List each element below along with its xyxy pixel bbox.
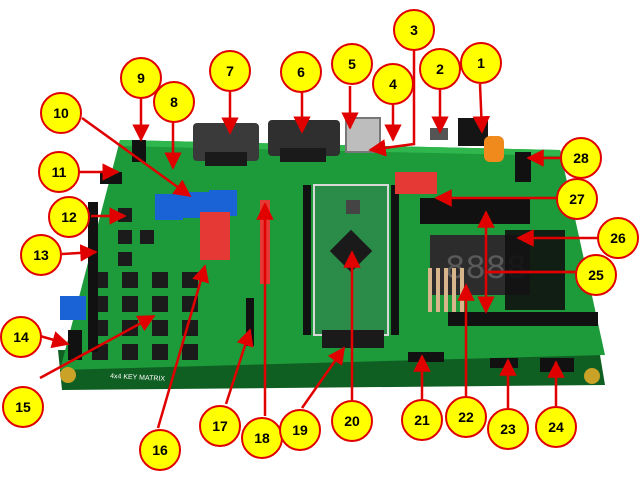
arrow-13	[61, 244, 98, 262]
callout-20: 20	[331, 400, 373, 442]
callout-9: 9	[120, 57, 162, 99]
callout-11: 11	[38, 151, 80, 193]
arrow-15	[39, 314, 156, 380]
callout-13: 13	[20, 234, 62, 276]
callout-1-label: 1	[477, 55, 485, 71]
callout-24: 24	[535, 406, 577, 448]
callout-23: 23	[487, 408, 529, 450]
callout-4-label: 4	[389, 76, 397, 92]
callout-11-label: 11	[51, 164, 67, 180]
callout-28: 28	[560, 137, 602, 179]
callout-28-label: 28	[573, 150, 589, 166]
arrow-14	[39, 331, 70, 349]
callout-12-label: 12	[61, 209, 77, 225]
callout-12: 12	[48, 196, 90, 238]
mcu-header-right	[391, 185, 399, 335]
dc-power-jack	[458, 118, 488, 146]
keypad-label: 4x4 KEY MATRIX	[110, 373, 166, 383]
header-28	[515, 152, 531, 182]
callout-18: 18	[241, 417, 283, 459]
db9-right-face	[280, 148, 326, 162]
arrow-16	[156, 264, 210, 429]
callout-22: 22	[445, 396, 487, 438]
header-17	[246, 298, 254, 346]
db9-connector-left	[193, 123, 259, 161]
callout-10-label: 10	[53, 105, 69, 121]
left-long-header	[88, 202, 98, 352]
header-23	[490, 358, 518, 368]
callout-5: 5	[331, 43, 373, 85]
arrow-3	[368, 50, 416, 157]
callout-19-label: 19	[292, 422, 308, 438]
arrow-1	[472, 83, 491, 134]
callout-18-label: 18	[254, 430, 270, 446]
top-header-27	[420, 198, 530, 224]
callout-19: 19	[279, 409, 321, 451]
callout-2-label: 2	[436, 61, 444, 77]
callout-7: 7	[209, 50, 251, 92]
callout-4: 4	[372, 63, 414, 105]
callout-21: 21	[401, 399, 443, 441]
callout-14: 14	[0, 316, 42, 358]
callout-21-label: 21	[414, 412, 430, 428]
callout-23-label: 23	[500, 421, 516, 437]
callout-22-label: 22	[458, 409, 474, 425]
potentiometer-3	[209, 190, 237, 216]
callout-15-label: 15	[15, 399, 31, 415]
arrow-17	[224, 328, 254, 405]
callout-25-label: 25	[588, 267, 604, 283]
callout-20-label: 20	[344, 413, 360, 429]
callout-25: 25	[575, 254, 617, 296]
callout-16: 16	[139, 429, 181, 471]
callout-9-label: 9	[137, 70, 145, 86]
db9-connector-right	[268, 120, 340, 156]
callout-14-label: 14	[13, 329, 29, 345]
potentiometer-4	[60, 296, 86, 320]
bottom-long-header	[448, 312, 598, 326]
arrow-10	[81, 116, 192, 198]
mcu-reset-button	[346, 200, 360, 214]
callout-5-label: 5	[348, 56, 356, 72]
callout-3: 3	[393, 9, 435, 51]
dip-switch-top	[395, 172, 437, 194]
standoff-right	[584, 368, 600, 384]
standoff-left	[60, 367, 76, 383]
callout-7-label: 7	[226, 63, 234, 79]
header-11	[100, 172, 122, 184]
callout-27-label: 27	[569, 191, 585, 207]
callout-17: 17	[199, 405, 241, 447]
callout-15: 15	[2, 386, 44, 428]
mcu-header-left	[303, 185, 311, 335]
callout-8: 8	[153, 81, 195, 123]
callout-2: 2	[419, 48, 461, 90]
arrow-25b	[477, 270, 576, 314]
callout-10: 10	[40, 92, 82, 134]
dip-switch-left	[200, 212, 230, 260]
callout-1: 1	[460, 42, 502, 84]
callout-6-label: 6	[297, 64, 305, 80]
callout-26-label: 26	[610, 230, 626, 246]
arrow-19	[300, 346, 346, 409]
header-14	[68, 330, 82, 360]
callout-13-label: 13	[33, 247, 49, 263]
electrolytic-capacitor	[484, 136, 504, 162]
db9-left-face	[205, 152, 247, 166]
right-header-block	[505, 230, 565, 310]
potentiometer-1	[155, 194, 183, 220]
callout-arrows	[39, 50, 598, 429]
callout-26: 26	[597, 217, 639, 259]
callout-17-label: 17	[212, 418, 228, 434]
callout-16-label: 16	[152, 442, 168, 458]
header-21	[408, 352, 444, 362]
callout-3-label: 3	[410, 22, 418, 38]
callout-6: 6	[280, 51, 322, 93]
callout-27: 27	[556, 178, 598, 220]
callout-8-label: 8	[170, 94, 178, 110]
callout-24-label: 24	[548, 419, 564, 435]
